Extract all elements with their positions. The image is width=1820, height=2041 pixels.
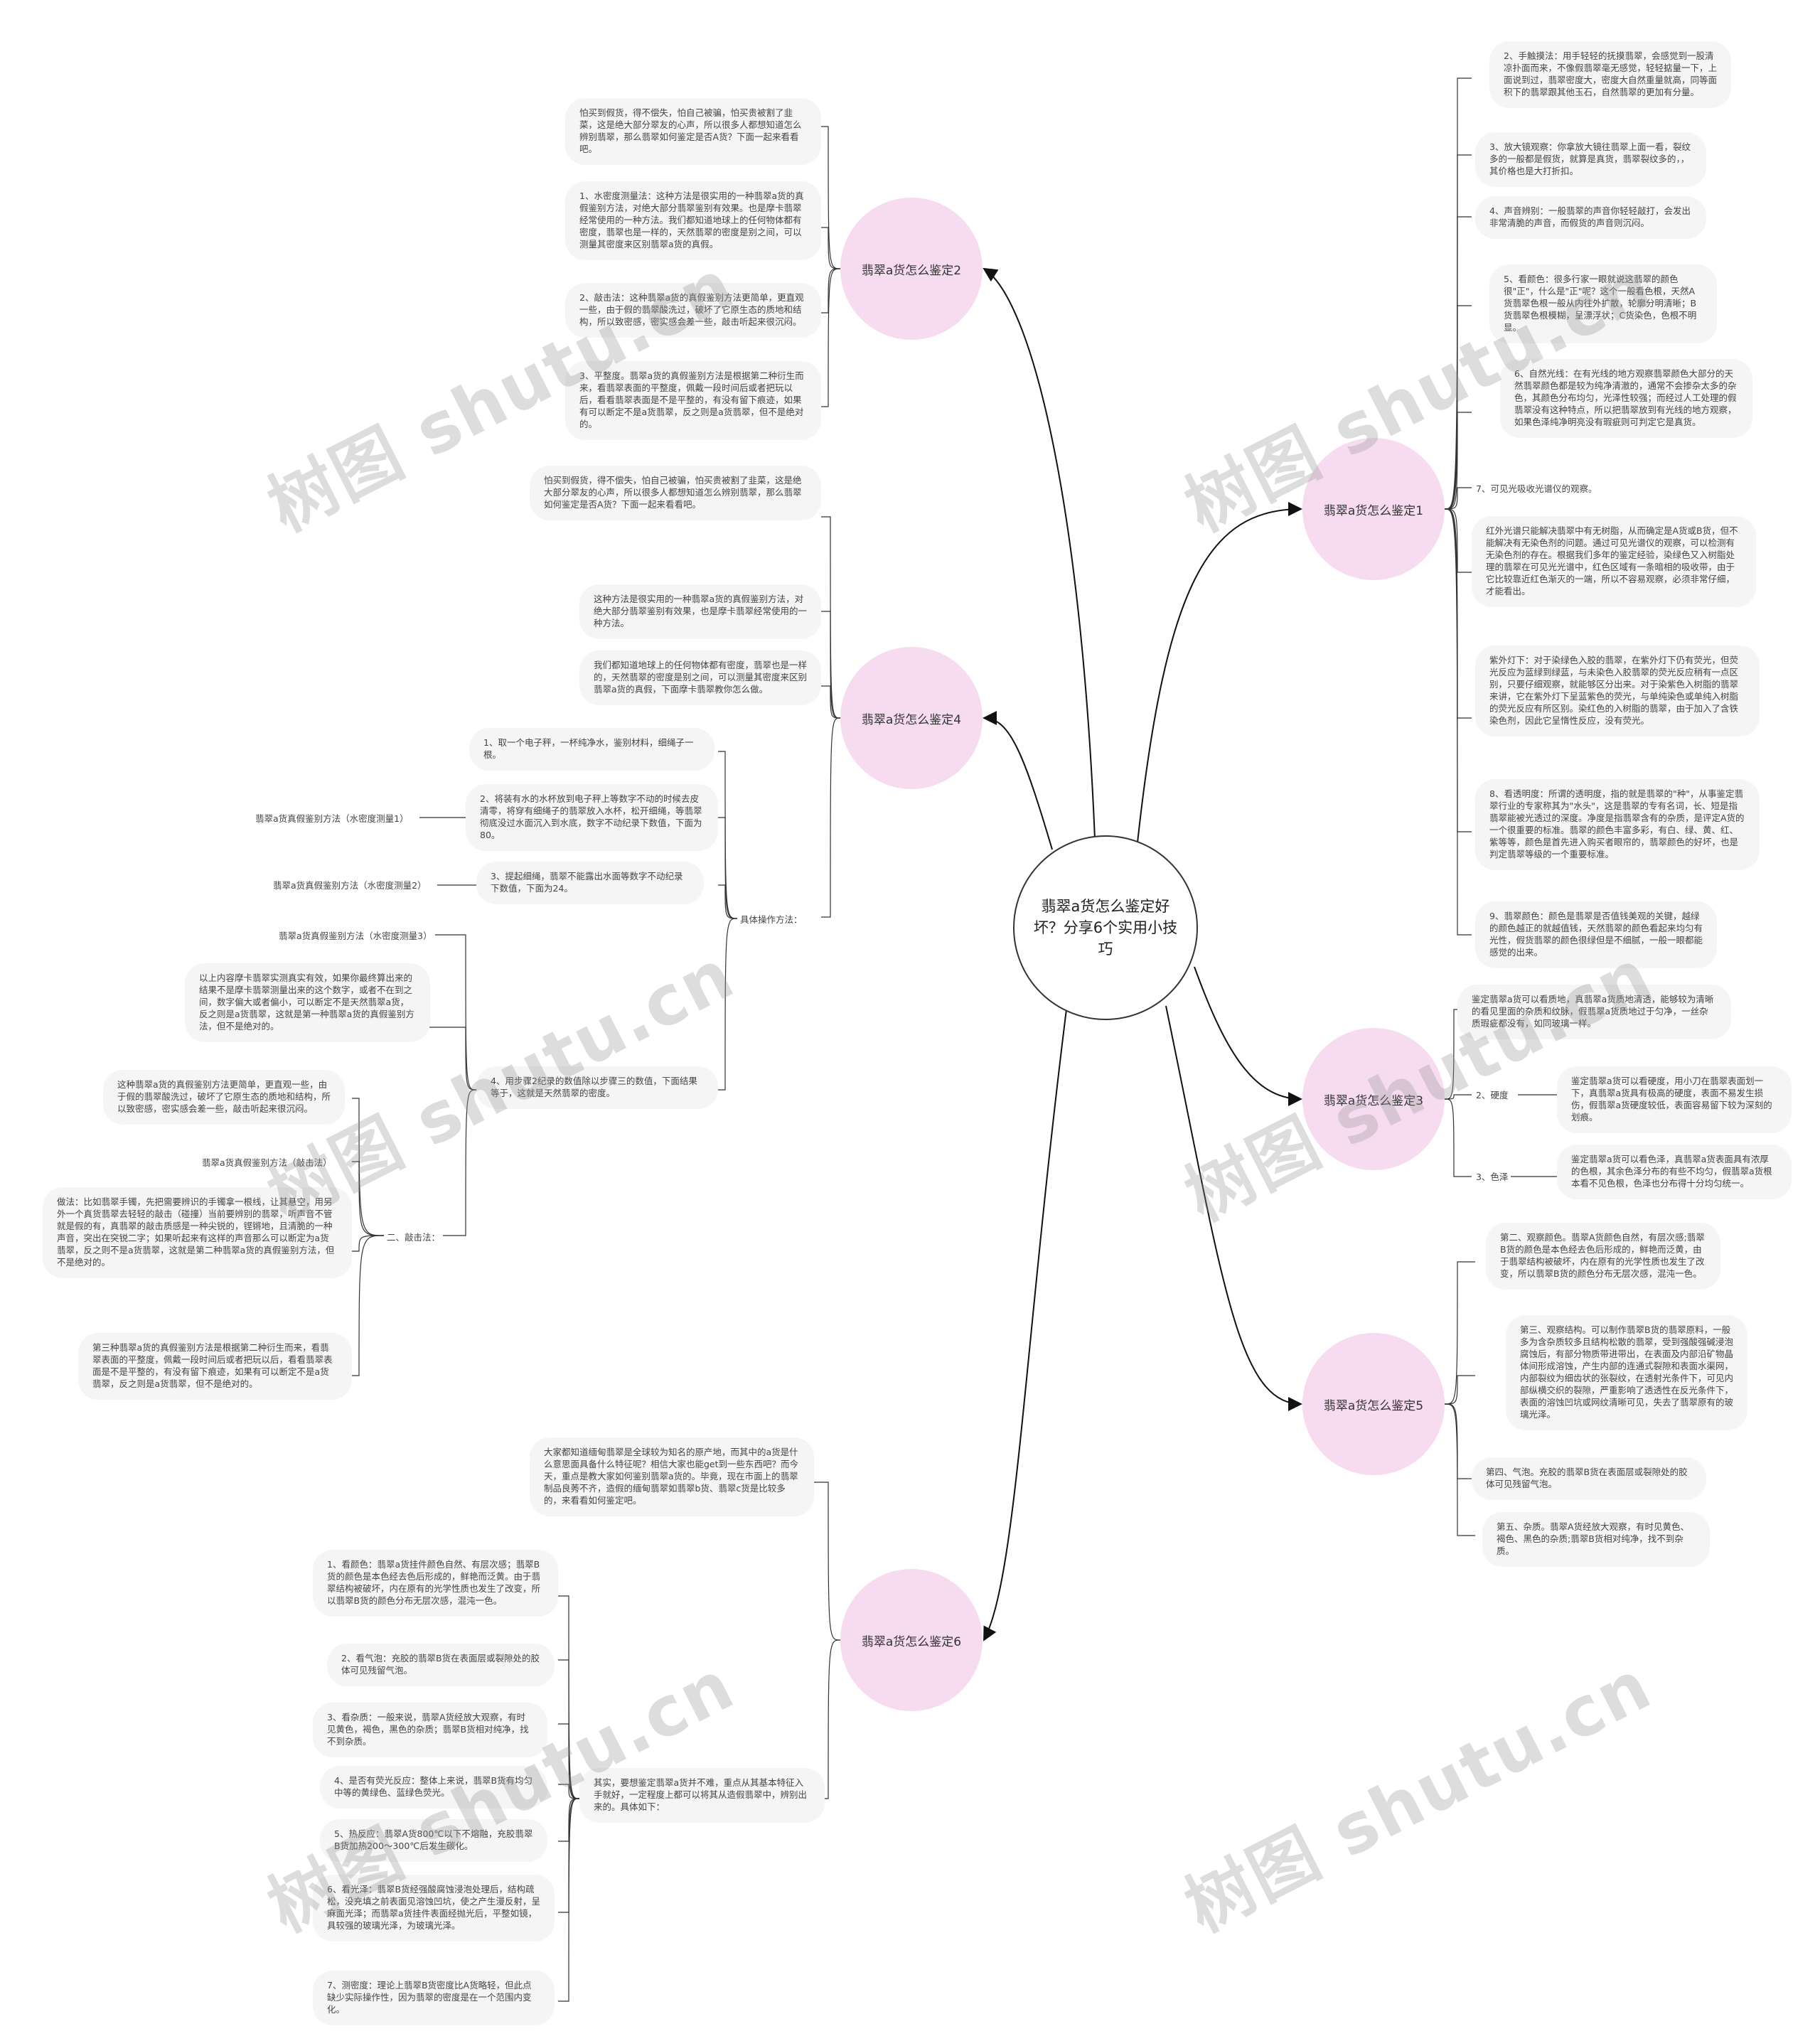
b4-step: 3、提起细绳，翡翠不能露出水面等数字不动纪录下数值，下面为24。	[476, 862, 704, 904]
connector	[718, 918, 738, 1091]
b4-knock-item: 翡翠a货真假鉴别方法（敲击法）	[199, 1155, 335, 1170]
b4-item: 怕买到假货，得不偿失，怕自己被骗，怕买贵被割了韭菜，这是绝大部分翠友的心声，所以…	[530, 466, 821, 520]
b4-step: 2、将装有水的水杯放到电子秤上等数字不动的时候去皮清零，将穿有细绳子的翡翠放入水…	[466, 784, 718, 851]
b1-item: 2、手触摸法：用手轻轻的抚摸翡翠，会感觉到一股清凉扑面而来，不像假翡翠毫无感觉，…	[1489, 41, 1731, 108]
b4-ref: 翡翠a货真假鉴别方法（水密度测量3）	[276, 928, 435, 943]
connector	[1444, 1403, 1475, 1536]
b4-ops-label: 具体操作方法：	[737, 912, 805, 927]
b4-step4-note: 以上内容摩卡翡翠实测真实有效，如果你最终算出来的结果不是摩卡翡翠测量出来的这个数…	[185, 963, 430, 1042]
connector	[1444, 77, 1472, 510]
b6-summary: 其实，要想鉴定翡翠a货并不难，重点从其基本特征入手就好，一定程度上都可以将其从造…	[579, 1768, 825, 1823]
b1-item: 8、看透明度：所谓的透明度，指的就是翡翠的"种"，从事鉴定翡翠行业的专家称其为"…	[1475, 779, 1760, 870]
b3-color-text: 鉴定翡翠a货可以看色泽，真翡翠a货表面具有浓厚的色根，其余色泽分布的有些不均匀，…	[1557, 1145, 1792, 1199]
connector	[1444, 508, 1472, 573]
connector	[821, 268, 841, 314]
connector	[983, 267, 1096, 840]
b4-knock-item: 这种翡翠a货的真假鉴别方法更简单，更直观一些，由于假的翡翠酸洗过，破坏了它原生态…	[103, 1070, 345, 1125]
branch-node-6[interactable]: 翡翠a货怎么鉴定6	[840, 1569, 983, 1711]
b6-item: 2、看气泡：充胶的翡翠B货在表面层或裂隙处的胶体可见残留气泡。	[327, 1644, 555, 1686]
b2-item: 2、敲击法：这种翡翠a货的真假鉴别方法更简单，更直观一些，由于假的翡翠酸洗过，破…	[565, 283, 821, 338]
central-topic[interactable]: 翡翠a货怎么鉴定好坏？分享6个实用小技巧	[1013, 835, 1198, 1020]
b1-item: 7、可见光吸收光谱仪的观察。	[1473, 481, 1600, 496]
connector	[1137, 502, 1302, 843]
connector	[821, 685, 841, 719]
connector	[1444, 1098, 1472, 1177]
b4-item: 我们都知道地球上的任何物体都有密度，翡翠也是一样的，天然翡翠的密度是别之间，可以…	[579, 650, 821, 705]
connector	[1444, 508, 1472, 719]
connector	[1444, 508, 1472, 832]
b5-item: 第三、观察结构。可以制作翡翠B货的翡翠原料，一般多为含杂质较多且结构松散的翡翠，…	[1506, 1315, 1747, 1430]
branch-node-5[interactable]: 翡翠a货怎么鉴定5	[1302, 1333, 1445, 1475]
connector	[1444, 1261, 1475, 1405]
connector	[821, 227, 841, 269]
connector	[558, 1798, 580, 2002]
b4-ref: 翡翠a货真假鉴别方法（水密度测量2）	[270, 878, 429, 893]
b4-step: 1、取一个电子秤，一杯纯净水，鉴别材料，细绳子一根。	[469, 728, 714, 771]
connector	[983, 1009, 1067, 1641]
b5-item: 第四、气泡。充胶的翡翠B货在表面层或裂隙处的胶体可见残留气泡。	[1472, 1457, 1706, 1500]
b2-item: 怕买到假货，得不偿失，怕自己被骗，怕买贵被割了韭菜，这是绝大部分翠友的心声，所以…	[565, 98, 821, 165]
b2-item: 3、平整度。翡翠a货的真假鉴别方法是根据第二种衍生而来，看翡翠表面的平整度，佩戴…	[565, 361, 821, 440]
connector	[718, 884, 738, 919]
b1-item: 4、声音辨别：一般翡翠的声音你轻轻敲打，会发出非常清脆的声音，而假货的声音则沉闷…	[1475, 196, 1706, 239]
connector	[1444, 1375, 1475, 1405]
connector	[352, 1235, 385, 1376]
connector	[718, 817, 738, 919]
b6-item: 4、是否有荧光反应：整体上来说，翡翠B货有均匀中等的黄绿色、蓝绿色荧光。	[320, 1766, 547, 1809]
b2-item: 1、水密度测量法：这种方法是很实用的一种翡翠a货的真假鉴别方法，对绝大部分翡翠鉴…	[565, 181, 821, 260]
b6-intro: 大家都知道缅甸翡翠是全球较为知名的原产地，而其中的a货是什么意思面具备什么特征呢…	[530, 1437, 814, 1516]
branch-node-3[interactable]: 翡翠a货怎么鉴定3	[1302, 1028, 1445, 1170]
b4-knock-item: 第三种翡翠a货的真假鉴别方法是根据第二种衍生而来，看翡翠表面的平整度，佩戴一段时…	[78, 1333, 352, 1400]
b1-item: 9、翡翠颜色：颜色是翡翠是否值钱美观的关键，越绿的颜色越正的就越值钱，天然翡翠的…	[1475, 901, 1717, 968]
b4-knock-label: 二、敲击法：	[384, 1230, 444, 1245]
b3-color-label: 3、色泽	[1473, 1169, 1511, 1184]
branch-node-2[interactable]: 翡翠a货怎么鉴定2	[840, 198, 983, 340]
connector	[1444, 487, 1472, 510]
connector	[821, 268, 841, 407]
connector	[718, 751, 738, 919]
b6-item: 7、测密度：理论上翡翠B货密度比A货略轻，但此点缺少实际操作性，因为翡翠的密度是…	[313, 1971, 555, 2025]
connector	[814, 1482, 841, 1641]
b1-item: 紫外灯下：对于染绿色入胶的翡翠，在紫外灯下仍有荧光，但荧光反应为蓝绿到绿蓝，与未…	[1475, 645, 1760, 736]
b4-knock-item: 做法：比如翡翠手镯，先把需要辨识的手镯拿一根线，让其悬空，用另外一个真货翡翠去轻…	[43, 1187, 352, 1278]
connector	[1444, 508, 1472, 936]
connector	[427, 1089, 477, 1236]
b5-item: 第二、观察颜色。翡翠A货颜色自然，有层次感;翡翠B货的颜色是本色经去色后形成的，…	[1486, 1223, 1720, 1290]
b3-hardness-label: 2、硬度	[1473, 1088, 1511, 1103]
b6-item: 6、看光泽：翡翠B货经强酸腐蚀浸泡处理后，结构疏松，没充填之前表面见溶蚀凹坑，使…	[313, 1875, 555, 1941]
b6-item: 3、看杂质：一般来说，翡翠A货经放大观察，有时见黄色，褐色，黑色的杂质；翡翠B货…	[313, 1703, 547, 1757]
b6-item: 5、热反应：翡翠A货800℃以下不熔融，充胶翡翠B货加热200～300℃后发生碳…	[320, 1819, 547, 1862]
connector	[1165, 1005, 1302, 1411]
b3-hardness-text: 鉴定翡翠a货可以看硬度，用小刀在翡翠表面划一下，真翡翠a货具有极高的硬度，表面不…	[1557, 1066, 1792, 1133]
branch-node-1[interactable]: 翡翠a货怎么鉴定1	[1302, 438, 1445, 580]
b1-item: 红外光谱只能解决翡翠中有无树脂，从而确定是A货或B货，但不能解决有无染色剂的问题…	[1472, 516, 1756, 607]
b3-item: 鉴定翡翠a货可以看质地，真翡翠a货质地清透，能够较为清晰的看见里面的杂质和纹脉，…	[1457, 985, 1731, 1039]
b4-ref: 翡翠a货真假鉴别方法（水密度测量1）	[252, 811, 412, 826]
branch-node-4[interactable]: 翡翠a货怎么鉴定4	[840, 647, 983, 789]
connector	[821, 717, 841, 918]
b1-item: 5、看颜色：很多行家一眼就说这翡翠的颜色很"正"，什么是"正"呢？这个一般看色根…	[1489, 264, 1717, 343]
b4-item: 这种方法是很实用的一种翡翠a货的真假鉴别方法，对绝大部分翡翠鉴别有效果，也是摩卡…	[579, 584, 821, 639]
b4-step: 4、用步骤2纪录的数值除以步骤三的数值，下面结果等于，这就是天然翡翠的密度。	[476, 1066, 718, 1109]
connector	[1194, 966, 1302, 1106]
b6-item: 1、看颜色：翡翠a货挂件颜色自然、有层次感；翡翠B货的颜色是本色经去色后形成的，…	[313, 1550, 558, 1617]
central-topic-text: 翡翠a货怎么鉴定好坏？分享6个实用小技巧	[1033, 898, 1178, 958]
connector	[814, 1639, 841, 1799]
connector	[352, 1235, 385, 1252]
b1-item: 6、自然光线：在有光线的地方观察翡翠颜色大部分的天然翡翠颜色都是较为纯净清澈的，…	[1500, 359, 1752, 438]
connector	[821, 126, 841, 269]
connector	[1444, 1403, 1475, 1479]
b5-item: 第五、杂质。翡翠A货经放大观察，有时见黄色、褐色、黑色的杂质;翡翠B货相对纯净，…	[1482, 1512, 1710, 1567]
b1-item: 3、放大镜观察：你拿放大镜往翡翠上面一看，裂纹多的一般都是假货，就算是真货，翡翠…	[1475, 132, 1706, 187]
connector	[983, 711, 1053, 850]
